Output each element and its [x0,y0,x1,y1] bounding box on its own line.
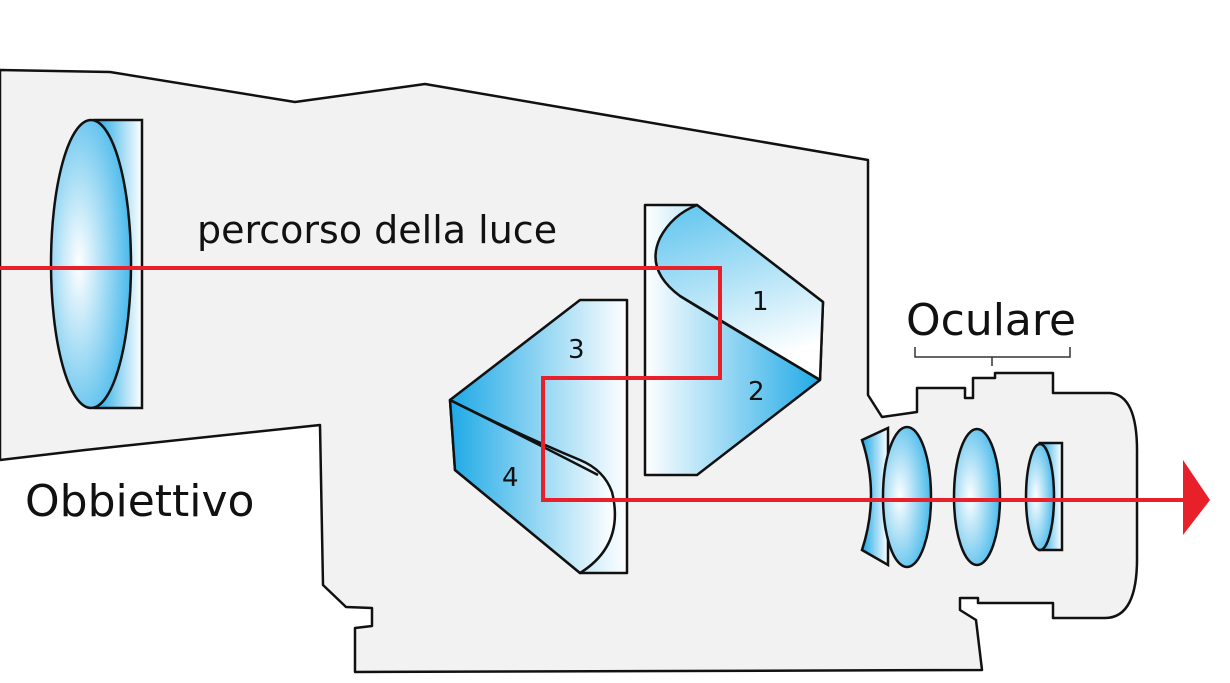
light-ray-arrowhead [1183,460,1210,535]
light-path-label: percorso della luce [197,208,557,252]
prism-face-3: 3 [568,335,585,365]
prism-upper [643,203,825,477]
light-ray [0,266,1210,535]
prism-face-2: 2 [748,377,765,407]
prism-lower [448,298,629,575]
objective-lens [49,118,144,410]
eyepiece-label: Oculare [906,295,1076,346]
prism-face-1: 1 [752,287,769,317]
eyepiece-bracket [914,347,1071,366]
eyepiece-lenses [860,425,1064,569]
prism-face-4: 4 [502,463,519,493]
objective-label: Obbiettivo [25,476,254,527]
